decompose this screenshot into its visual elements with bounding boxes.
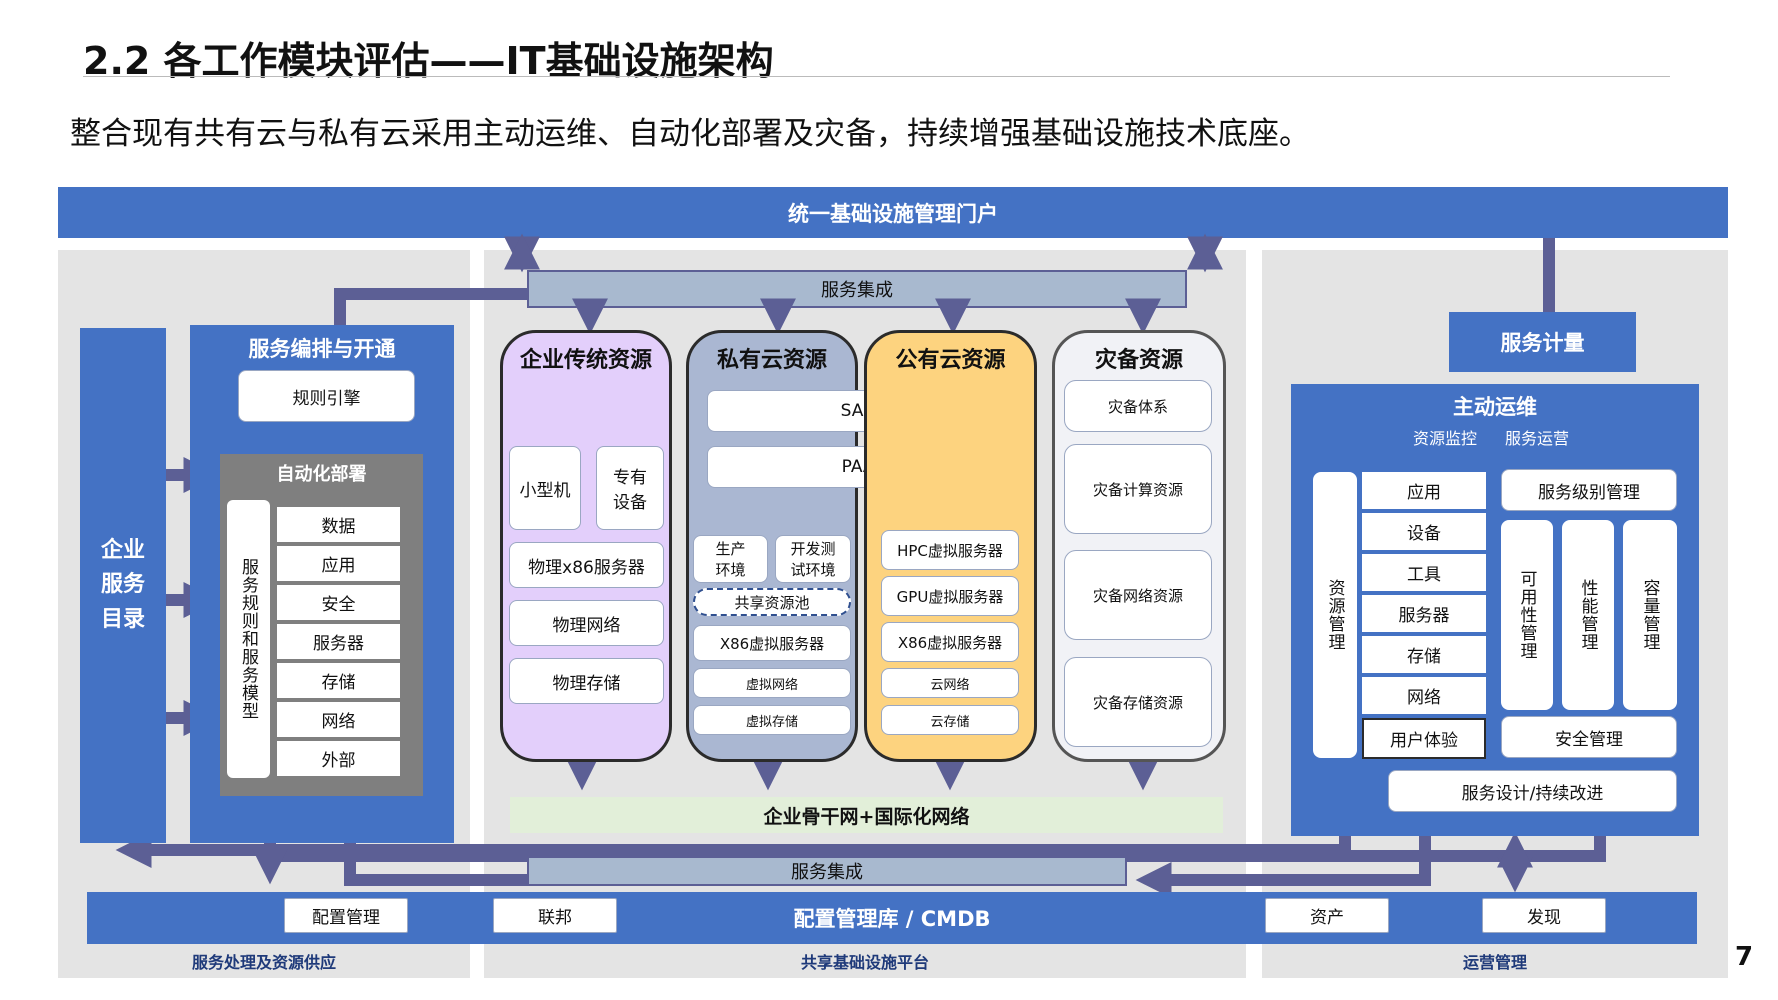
resource-item-application: 应用 xyxy=(1362,472,1486,509)
hpc-vm-box: HPC虚拟服务器 xyxy=(881,530,1019,570)
deploy-item-security: 安全 xyxy=(277,585,400,620)
gpu-vm-box: GPU虚拟服务器 xyxy=(881,576,1019,616)
service-ops-label: 服务运营 xyxy=(1505,429,1570,448)
prod-env-box: 生产环境 xyxy=(693,535,768,583)
active-ops-title: 主动运维 xyxy=(1453,395,1537,419)
dedicated-device-label: 专有设备 xyxy=(613,468,647,513)
prod-env-label: 生产环境 xyxy=(715,540,746,579)
security-mgmt-box: 安全管理 xyxy=(1501,716,1677,758)
resource-item-device: 设备 xyxy=(1362,513,1486,550)
dr-network-box: 灾备网络资源 xyxy=(1064,550,1212,640)
deploy-item-server: 服务器 xyxy=(277,624,400,659)
devtest-env-label: 开发测试环境 xyxy=(790,540,836,579)
private-x86-vm-box: X86虚拟服务器 xyxy=(693,625,851,661)
portal-bar: 统一基础设施管理门户 xyxy=(58,187,1728,238)
dr-title: 灾备资源 xyxy=(1094,348,1183,373)
dr-system-box: 灾备体系 xyxy=(1064,380,1212,432)
catalog-label: 企业服务目录 xyxy=(100,538,145,632)
dr-storage-box: 灾备存储资源 xyxy=(1064,657,1212,747)
resource-item-user-experience: 用户体验 xyxy=(1362,718,1486,759)
capacity-mgmt-label: 容量管理 xyxy=(1639,579,1660,651)
resource-item-storage: 存储 xyxy=(1362,636,1486,673)
page-number: 7 xyxy=(1735,942,1754,972)
physical-x86-box: 物理x86服务器 xyxy=(509,542,664,588)
federation-tag: 联邦 xyxy=(493,898,617,933)
deploy-item-external: 外部 xyxy=(277,741,400,776)
service-integration-bottom: 服务集成 xyxy=(527,856,1127,886)
deploy-item-data: 数据 xyxy=(277,507,400,542)
resource-mgmt-box: 资源管理 xyxy=(1313,472,1357,758)
deploy-item-network: 网络 xyxy=(277,702,400,737)
physical-network-box: 物理网络 xyxy=(509,600,664,646)
asset-tag: 资产 xyxy=(1265,898,1389,933)
config-mgmt-tag: 配置管理 xyxy=(284,898,408,933)
resource-item-network: 网络 xyxy=(1362,677,1486,714)
service-metering-box: 服务计量 xyxy=(1449,312,1636,372)
resource-mgmt-label: 资源管理 xyxy=(1324,579,1345,651)
deploy-item-storage: 存储 xyxy=(277,663,400,698)
service-design-box: 服务设计/持续改进 xyxy=(1388,770,1677,812)
right-footer-label: 运营管理 xyxy=(1462,953,1527,972)
deploy-items: 数据 应用 安全 服务器 存储 网络 外部 xyxy=(277,507,400,776)
discovery-tag: 发现 xyxy=(1482,898,1606,933)
private-title: 私有云资源 xyxy=(716,348,827,373)
dedicated-device-box: 专有设备 xyxy=(596,446,664,530)
title-underline xyxy=(83,76,1670,77)
public-x86-vm-box: X86虚拟服务器 xyxy=(881,622,1019,662)
performance-mgmt-label: 性能管理 xyxy=(1577,579,1598,651)
resource-item-server: 服务器 xyxy=(1362,595,1486,632)
service-integration-top: 服务集成 xyxy=(527,270,1187,308)
capacity-mgmt-box: 容量管理 xyxy=(1623,520,1677,710)
auto-deploy-title: 自动化部署 xyxy=(276,464,367,485)
dr-compute-box: 灾备计算资源 xyxy=(1064,444,1212,534)
page-title: 2.2 各工作模块评估——IT基础设施架构 xyxy=(83,39,774,83)
orchestration-title: 服务编排与开通 xyxy=(248,337,396,361)
availability-mgmt-box: 可用性管理 xyxy=(1501,520,1553,710)
performance-mgmt-box: 性能管理 xyxy=(1562,520,1614,710)
minicomputer-box: 小型机 xyxy=(509,446,581,530)
shared-pool-box: 共享资源池 xyxy=(693,588,851,616)
physical-storage-box: 物理存储 xyxy=(509,658,664,704)
resource-monitor-label: 资源监控 xyxy=(1413,429,1478,448)
deploy-item-application: 应用 xyxy=(277,546,400,581)
page-subtitle: 整合现有共有云与私有云采用主动运维、自动化部署及灾备，持续增强基础设施技术底座。 xyxy=(70,116,1310,152)
public-title: 公有云资源 xyxy=(895,348,1006,373)
resource-item-tool: 工具 xyxy=(1362,554,1486,591)
virtual-network-box: 虚拟网络 xyxy=(693,668,851,698)
resource-items: 应用 设备 工具 服务器 存储 网络 用户体验 xyxy=(1362,472,1486,759)
availability-mgmt-label: 可用性管理 xyxy=(1516,570,1537,660)
rule-engine-box: 规则引擎 xyxy=(238,370,415,422)
backbone-network-bar: 企业骨干网+国际化网络 xyxy=(510,797,1223,833)
cloud-storage-box: 云存储 xyxy=(881,705,1019,735)
virtual-storage-box: 虚拟存储 xyxy=(693,705,851,735)
cloud-network-box: 云网络 xyxy=(881,668,1019,698)
left-footer-label: 服务处理及资源供应 xyxy=(191,953,336,972)
devtest-env-box: 开发测试环境 xyxy=(775,535,851,583)
service-model-label: 服务规则和服务模型 xyxy=(238,558,258,720)
center-footer-label: 共享基础设施平台 xyxy=(800,953,929,972)
service-model-box: 服务规则和服务模型 xyxy=(227,500,270,778)
sla-mgmt-box: 服务级别管理 xyxy=(1501,469,1677,511)
enterprise-service-catalog: 企业服务目录 xyxy=(80,328,166,843)
traditional-title: 企业传统资源 xyxy=(519,348,652,373)
